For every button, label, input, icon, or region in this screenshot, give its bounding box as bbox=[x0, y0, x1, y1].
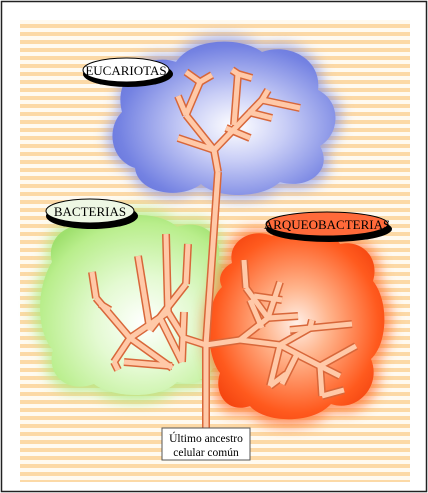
branch-segment bbox=[177, 135, 215, 153]
branch-segment bbox=[230, 67, 240, 77]
branch-segment bbox=[237, 71, 253, 81]
root-label-line2: celular común bbox=[173, 447, 239, 459]
branch-segment bbox=[203, 171, 221, 346]
branch-segment bbox=[179, 311, 187, 363]
branch-segment bbox=[157, 316, 185, 364]
branch-segment bbox=[225, 125, 251, 141]
branch-segment bbox=[123, 359, 173, 369]
branch-segment bbox=[183, 243, 191, 285]
branch-segment bbox=[247, 299, 265, 329]
branch-segment bbox=[184, 113, 216, 152]
branch-segment bbox=[184, 69, 202, 85]
root-label-line1: Último ancestro bbox=[169, 431, 243, 445]
branch-segment bbox=[267, 313, 299, 321]
branch-segment bbox=[135, 255, 153, 331]
branch-segment bbox=[239, 337, 281, 348]
branch-segment bbox=[318, 343, 358, 369]
branch-segment bbox=[321, 387, 345, 399]
branch-segment bbox=[183, 81, 203, 116]
branch-segment bbox=[205, 337, 241, 348]
bacteria-label: BACTERIAS bbox=[45, 198, 138, 229]
archaea-label-text: ARQUEOBACTERIAS bbox=[264, 217, 390, 232]
bacteria-label-text: BACTERIAS bbox=[54, 204, 126, 219]
branch-segment bbox=[111, 360, 121, 372]
branch-segment bbox=[212, 98, 264, 152]
eukarya-label-text: EUCARIOTAS bbox=[85, 63, 166, 78]
branch-segment bbox=[231, 73, 241, 126]
branch-segment bbox=[241, 259, 249, 289]
root-label: Último ancestro celular común bbox=[161, 427, 251, 461]
branch-segment bbox=[267, 344, 283, 387]
branch-segment bbox=[183, 335, 207, 348]
branch-segment bbox=[98, 301, 112, 313]
eukarya-label: EUCARIOTAS bbox=[82, 57, 173, 87]
branch-segment bbox=[289, 321, 353, 333]
branch-segment bbox=[148, 282, 188, 332]
branch-segment bbox=[279, 350, 301, 386]
branch-segment bbox=[259, 88, 271, 102]
branch-segment bbox=[163, 233, 171, 313]
branch-segment bbox=[238, 316, 270, 342]
branch-segment bbox=[298, 353, 342, 379]
branch-segment bbox=[247, 109, 273, 121]
branch-segment bbox=[211, 149, 221, 173]
phylogenetic-branches bbox=[88, 66, 358, 430]
branch-segment bbox=[317, 365, 325, 397]
branch-segment bbox=[261, 97, 301, 111]
archaea-cloud bbox=[204, 222, 391, 426]
branch-segment bbox=[253, 293, 283, 303]
archaea-label: ARQUEOBACTERIAS bbox=[264, 211, 392, 242]
branch-segment bbox=[111, 336, 133, 364]
branch-segment bbox=[89, 271, 99, 299]
branch-segment bbox=[198, 72, 214, 85]
branch-segment bbox=[243, 286, 271, 320]
